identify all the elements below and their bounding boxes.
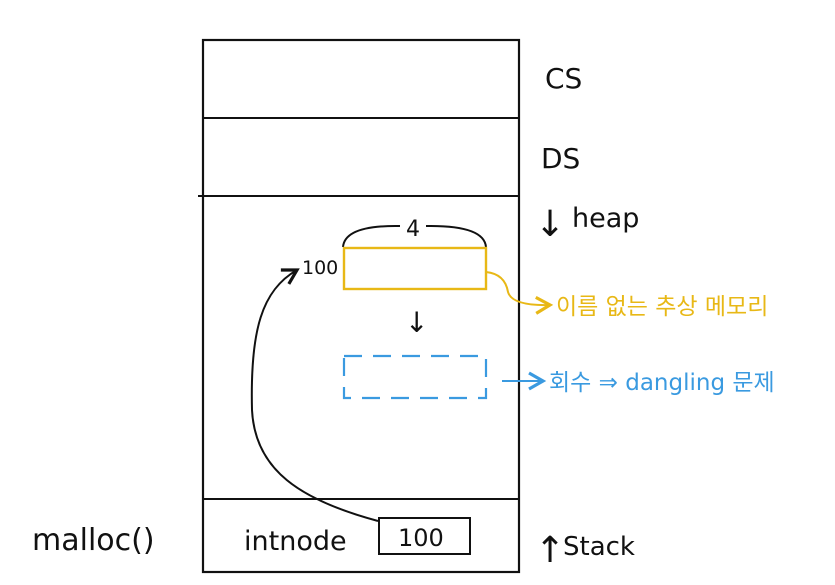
memory-column [201, 38, 521, 574]
allocated-annotation: 이름 없는 추상 메모리 [556, 294, 768, 320]
malloc-call-label: malloc() [32, 523, 155, 558]
pointer-arrow [250, 268, 379, 522]
block-down-arrow: ↓ [405, 306, 428, 339]
allocated-block [342, 246, 488, 291]
variable-value-box [378, 517, 471, 555]
stack-label: Stack [563, 532, 635, 562]
block-size-label: 4 [406, 217, 420, 242]
variable-name: intnode [244, 526, 347, 557]
block-address-label: 100 [302, 257, 338, 279]
cs-label: CS [545, 62, 582, 95]
allocated-annotation-arrow [485, 271, 554, 315]
freed-block [342, 354, 488, 400]
ds-label: DS [541, 142, 580, 175]
freed-annotation: 회수 ⇒ dangling 문제 [549, 370, 775, 396]
variable-value: 100 [398, 524, 444, 552]
stack-up-arrow: ↑ [535, 530, 565, 571]
block-size-brace [342, 224, 487, 248]
heap-down-arrow: ↓ [535, 204, 565, 245]
heap-label: heap [572, 203, 639, 234]
